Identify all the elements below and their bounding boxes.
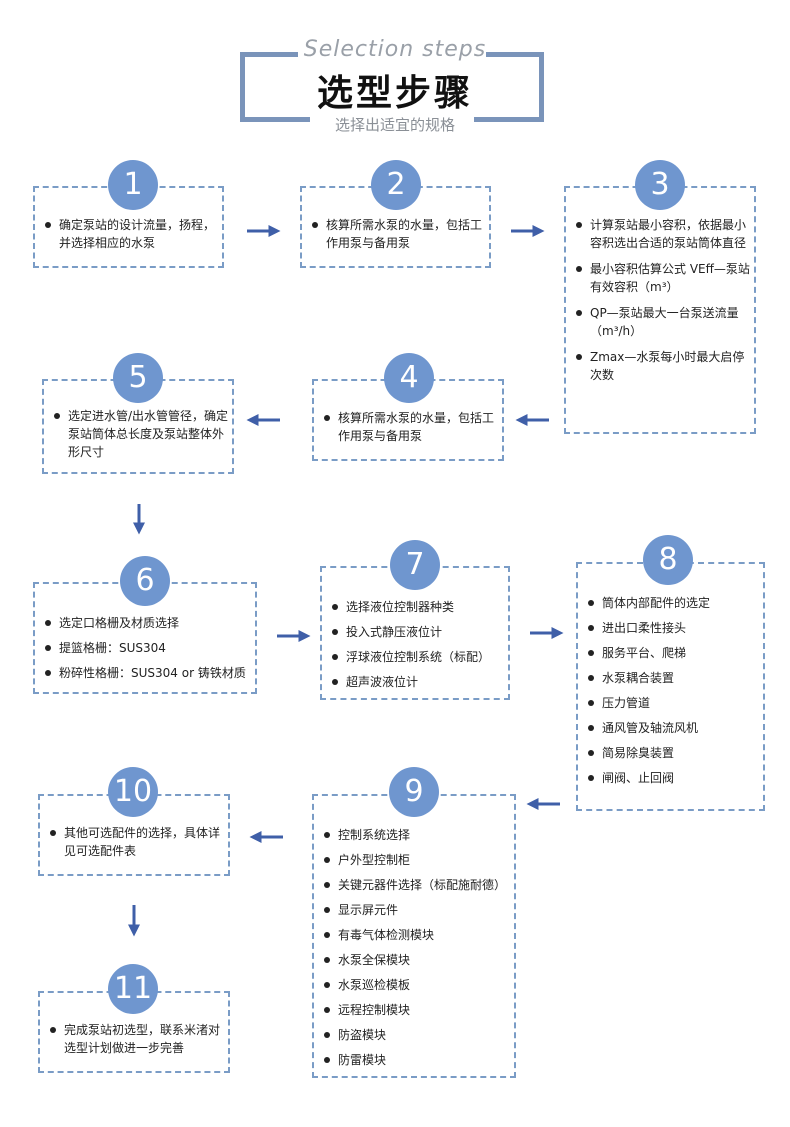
step-8-number: 8 [643,535,693,585]
step-1-item: 确定泵站的设计流量，扬程，并选择相应的水泵 [45,216,221,252]
step-9-number: 9 [389,767,439,817]
step-9-item: 控制系统选择 [324,826,514,844]
step-9-item: 户外型控制柜 [324,851,514,869]
header-tagline: 选择出适宜的规格 [334,116,455,134]
step-4-number: 4 [384,353,434,403]
step-7-number: 7 [390,540,440,590]
step-5-item: 选定进水管/出水管管径，确定泵站筒体总长度及泵站整体外形尺寸 [54,407,231,461]
header: Selection steps 选型步骤 选择出适宜的规格 [0,0,790,150]
step-8-item: 筒体内部配件的选定 [588,594,763,612]
page-title: 选型步骤 [316,73,473,114]
step-3-item: 最小容积估算公式 VEff—泵站有效容积（m³） [576,260,753,296]
step-3-number: 3 [635,160,685,210]
step-3-item: Zmax—水泵每小时最大启停次数 [576,348,753,384]
step-9-item: 关键元器件选择（标配施耐德） [324,876,514,894]
step-7-box: 选择液位控制器种类 投入式静压液位计 浮球液位控制系统（标配） 超声波液位计 [320,566,510,700]
step-7-item: 超声波液位计 [332,673,508,691]
step-9-item: 有毒气体检测模块 [324,926,514,944]
step-9-item: 水泵巡检模板 [324,976,514,994]
step-10-item: 其他可选配件的选择，具体详见可选配件表 [50,824,227,860]
step-6-item: 提篮格栅：SUS304 [45,639,255,657]
step-11-box: 完成泵站初选型，联系米渚对选型计划做进一步完善 [38,991,230,1073]
step-5-number: 5 [113,353,163,403]
step-8-item: 进出口柔性接头 [588,619,763,637]
step-8-item: 通风管及轴流风机 [588,719,763,737]
step-11-number: 11 [108,964,158,1014]
step-4-item: 核算所需水泵的水量，包括工作用泵与备用泵 [324,409,501,445]
title-frame [240,52,544,122]
step-6-item: 选定口格栅及材质选择 [45,614,255,632]
step-10-number: 10 [108,767,158,817]
step-7-item: 投入式静压液位计 [332,623,508,641]
step-9-item: 水泵全保模块 [324,951,514,969]
step-11-item: 完成泵站初选型，联系米渚对选型计划做进一步完善 [50,1021,227,1057]
step-2-box: 核算所需水泵的水量，包括工作用泵与备用泵 [300,186,491,268]
step-8-item: 压力管道 [588,694,763,712]
step-3-box: 计算泵站最小容积，依据最小容积选出合适的泵站筒体直径 最小容积估算公式 VEff… [564,186,756,434]
step-6-item: 粉碎性格栅：SUS304 or 铸铁材质 [45,664,255,682]
step-9-item: 防盗模块 [324,1026,514,1044]
step-8-box: 筒体内部配件的选定 进出口柔性接头 服务平台、爬梯 水泵耦合装置 压力管道 通风… [576,562,765,811]
step-6-number: 6 [120,556,170,606]
step-9-item: 显示屏元件 [324,901,514,919]
step-3-item: 计算泵站最小容积，依据最小容积选出合适的泵站筒体直径 [576,216,753,252]
step-9-item: 远程控制模块 [324,1001,514,1019]
step-8-item: 服务平台、爬梯 [588,644,763,662]
step-9-box: 控制系统选择 户外型控制柜 关键元器件选择（标配施耐德） 显示屏元件 有毒气体检… [312,794,516,1078]
step-2-number: 2 [371,160,421,210]
step-7-item: 选择液位控制器种类 [332,598,508,616]
step-7-item: 浮球液位控制系统（标配） [332,648,508,666]
header-subtitle-en: Selection steps [303,37,487,62]
step-9-item: 防雷模块 [324,1051,514,1069]
step-8-item: 水泵耦合装置 [588,669,763,687]
step-8-item: 闸阀、止回阀 [588,769,763,787]
step-1-number: 1 [108,160,158,210]
step-2-item: 核算所需水泵的水量，包括工作用泵与备用泵 [312,216,488,252]
step-8-item: 简易除臭装置 [588,744,763,762]
step-3-item: QP—泵站最大一台泵送流量（m³/h） [576,304,753,340]
